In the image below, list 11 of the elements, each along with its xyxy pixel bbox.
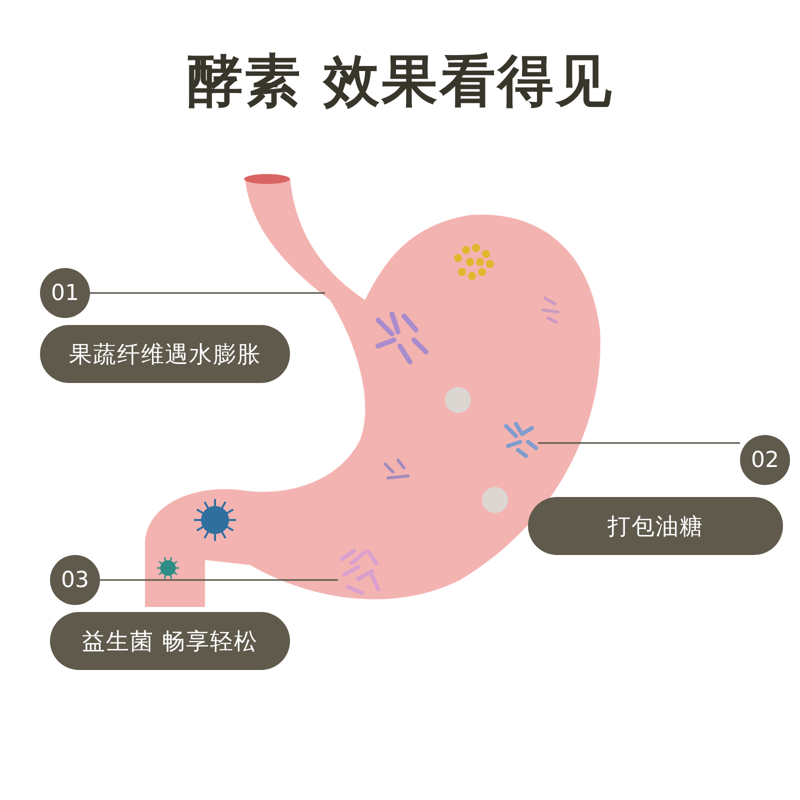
- bacteria-icon: [502, 420, 538, 458]
- title: 酵素 效果看得见: [186, 48, 614, 116]
- step-number: 03: [50, 555, 100, 605]
- callout-label: 益生菌 畅享轻松: [50, 612, 290, 670]
- step-number: 01: [40, 268, 90, 318]
- step-number: 02: [740, 435, 790, 485]
- leader-line: [90, 292, 325, 294]
- callout-label: 打包油糖: [528, 497, 783, 555]
- leader-line: [100, 579, 338, 581]
- callout-label: 果蔬纤维遇水膨胀: [40, 325, 290, 383]
- leader-line: [538, 442, 740, 444]
